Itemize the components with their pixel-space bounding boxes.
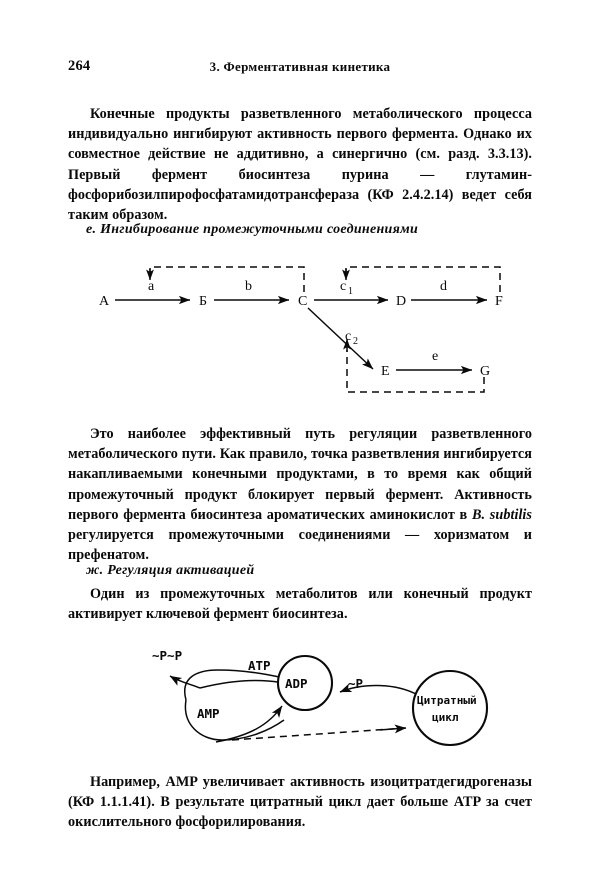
- svg-text:2: 2: [353, 336, 358, 347]
- step-label-d: d: [440, 279, 447, 294]
- svg-text:1: 1: [348, 286, 353, 297]
- page-number: 264: [68, 58, 91, 74]
- amp-loop-lower-edge: [184, 699, 285, 741]
- chapter-title: 3. Ферментативная кинетика: [209, 59, 391, 74]
- svg-text:c: c: [345, 329, 351, 344]
- paragraph-2-part-a: Это наиболее эффективный путь регуляции …: [68, 426, 532, 523]
- feedback-F-to-step-c1: [345, 266, 501, 292]
- adp-circle: [276, 654, 334, 712]
- svg-text:c: c: [340, 279, 346, 294]
- feedback-C-to-step-a: [149, 266, 305, 292]
- paragraph-3: Один из промежуточных метаболитов или ко…: [68, 586, 532, 623]
- node-label-E: E: [381, 364, 390, 379]
- citrate-cycle-label-line2: цикл: [432, 711, 459, 724]
- step-label-a: a: [148, 279, 155, 294]
- dashed-activation-arrowhead: [379, 724, 407, 734]
- paragraph-2: Это наиболее эффективный путь регуляции …: [68, 424, 532, 565]
- arrow-release-pp: [169, 675, 201, 689]
- node-label-D: D: [396, 294, 406, 309]
- species-name-italic: B. subtilis: [471, 506, 532, 523]
- label-phosphate: ~P: [348, 676, 363, 691]
- citrate-cycle-label-line1: Цитратный: [417, 694, 477, 707]
- step-label-c2: c 2: [345, 329, 358, 347]
- step-label-e: e: [432, 349, 438, 364]
- step-label-c1: c 1: [340, 279, 353, 297]
- adp-label: ADP: [285, 676, 308, 691]
- dashed-activation-amp-to-cycle: [231, 727, 406, 741]
- node-label-C: C: [298, 294, 307, 309]
- citrate-cycle-circle: [411, 669, 489, 747]
- running-head: 264 3. Ферментативная кинетика: [68, 58, 532, 76]
- paragraph-4: Например, AMP увеличивает активность изо…: [68, 774, 532, 831]
- paragraph-2-part-b: регулируется промежуточными соединениями…: [68, 527, 532, 564]
- label-amp: AMP: [197, 706, 220, 721]
- node-label-A: A: [99, 294, 110, 309]
- label-atp: ATP: [248, 658, 271, 673]
- feedback-G-to-step-c2: [346, 350, 485, 393]
- arrow-C-to-E: [307, 307, 374, 370]
- arrow-cycle-to-adp-p: [339, 683, 417, 695]
- figure-branched-pathway: A Б C D F E G a b c 1 d c: [0, 255, 600, 410]
- step-label-b: b: [245, 279, 252, 294]
- arrow-amp-activation-to-adp: [215, 705, 283, 743]
- node-label-G: G: [480, 364, 490, 379]
- label-pyrophosphate: ~P~P: [152, 648, 182, 663]
- section-heading-zh: ж. Регуляция активацией: [86, 563, 255, 578]
- section-heading-e: е. Ингибирование промежуточными соединен…: [86, 222, 419, 237]
- node-label-F: F: [495, 294, 503, 309]
- node-label-B: Б: [199, 294, 207, 309]
- figure-activation-regulation: ADP Цитратный цикл ~P~P ATP ~P AMP: [0, 630, 600, 760]
- paragraph-1: Конечные продукты разветвленного метабол…: [68, 106, 532, 224]
